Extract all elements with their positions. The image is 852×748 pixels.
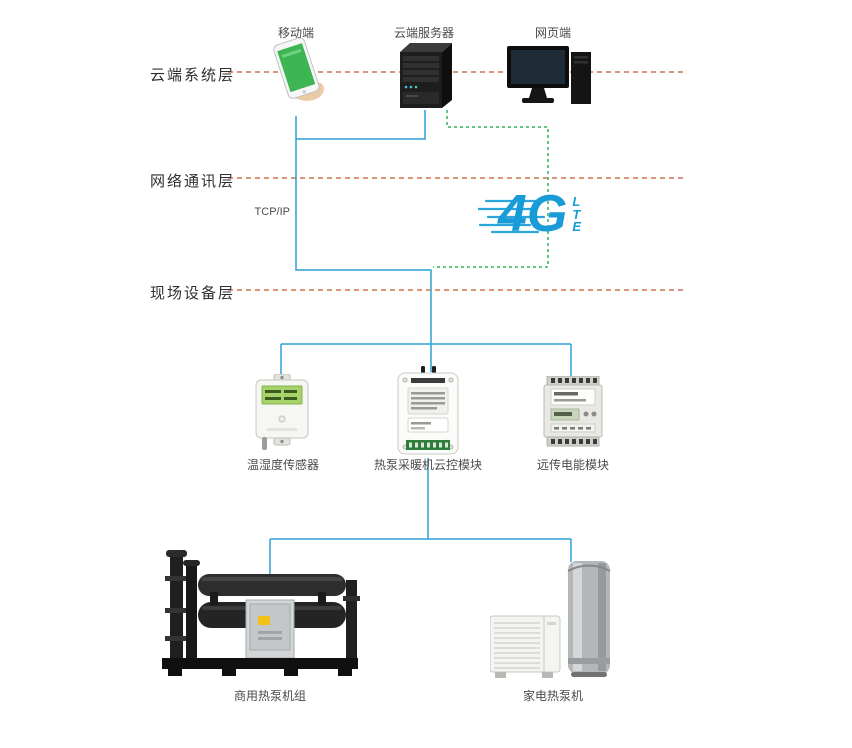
sensor-label: 温湿度传感器	[246, 458, 319, 472]
home-unit-label: 家电热泵机	[522, 689, 583, 703]
energy-meter-icon	[542, 376, 604, 448]
server-node-label: 云端服务器	[393, 26, 454, 40]
4g-lte-logo: 4G LTE	[478, 182, 622, 246]
commercial-unit-label: 商用热泵机组	[233, 689, 306, 703]
mobile-phone-icon	[258, 38, 336, 110]
layer-label-cloud: 云端系统层	[150, 67, 236, 84]
cloud-server-icon	[388, 40, 462, 112]
speed-lines-icon	[478, 199, 546, 234]
cloud-control-module-icon	[396, 366, 460, 460]
home-heat-pump-icon	[490, 558, 615, 682]
layer-label-network: 网络通讯层	[150, 173, 236, 190]
controller-label: 热泵采暖机云控模块	[373, 458, 482, 472]
temp-humidity-sensor-icon	[253, 374, 311, 452]
commercial-heat-pump-icon	[158, 546, 363, 683]
meter-label: 远传电能模块	[536, 458, 609, 472]
web-monitor-icon	[507, 46, 599, 110]
lte-text: LTE	[572, 194, 582, 235]
layer-label-field: 现场设备层	[150, 285, 236, 302]
mobile-node-label: 移动端	[277, 26, 314, 40]
4g-text: 4G	[498, 185, 568, 243]
tcpip-label: TCP/IP	[254, 206, 290, 218]
web-node-label: 网页端	[534, 26, 571, 40]
